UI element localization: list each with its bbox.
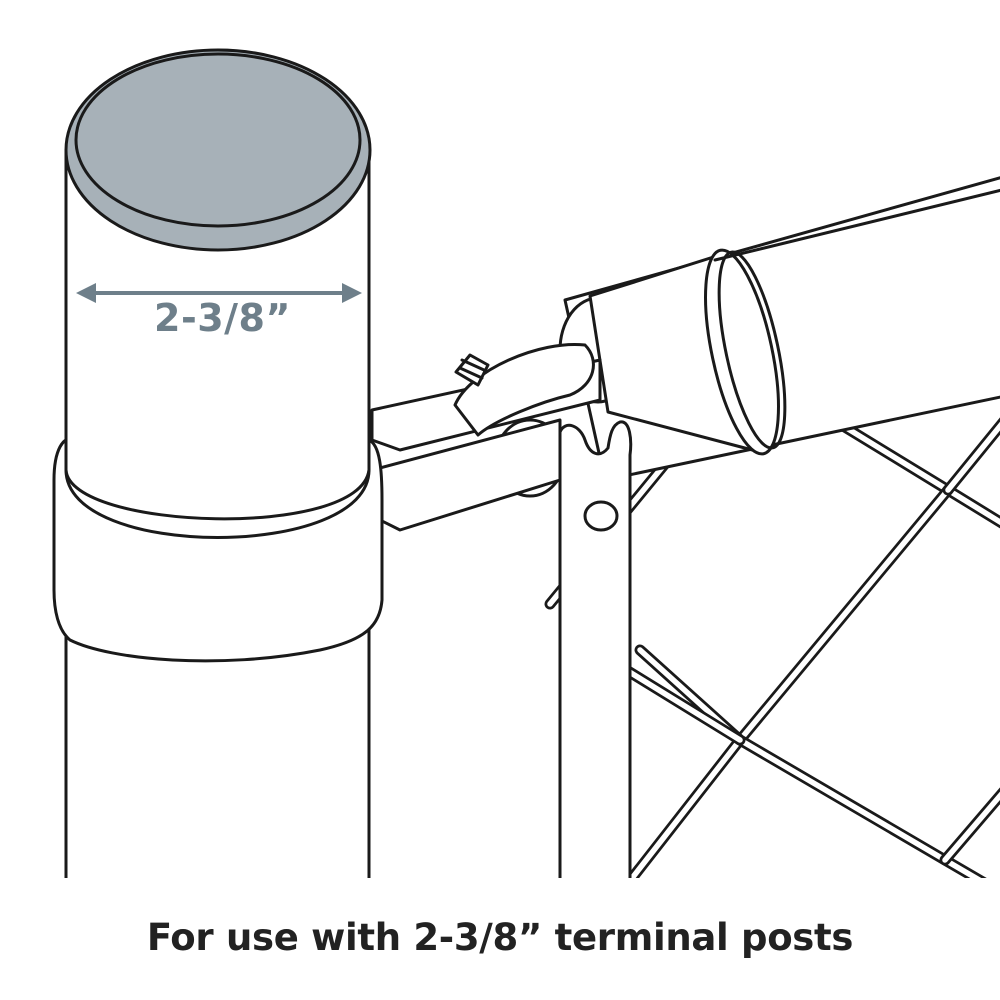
- post-cap: [64, 48, 372, 252]
- rail-collar-ring: [704, 248, 780, 456]
- bracket-ball-socket: [453, 342, 595, 437]
- terminal-post: [52, 148, 384, 878]
- brace-band: [52, 438, 384, 663]
- caption: For use with 2-3/8” terminal posts: [146, 916, 854, 959]
- rail-end-bracket: [370, 342, 602, 532]
- tension-bar: [558, 420, 633, 878]
- post-cap-top: [74, 52, 362, 228]
- top-rail: [558, 176, 1000, 482]
- tension-bar-hole: [583, 500, 619, 532]
- chain-link-mesh: [544, 364, 1000, 878]
- dimension-label: 2-3/8”: [154, 296, 291, 340]
